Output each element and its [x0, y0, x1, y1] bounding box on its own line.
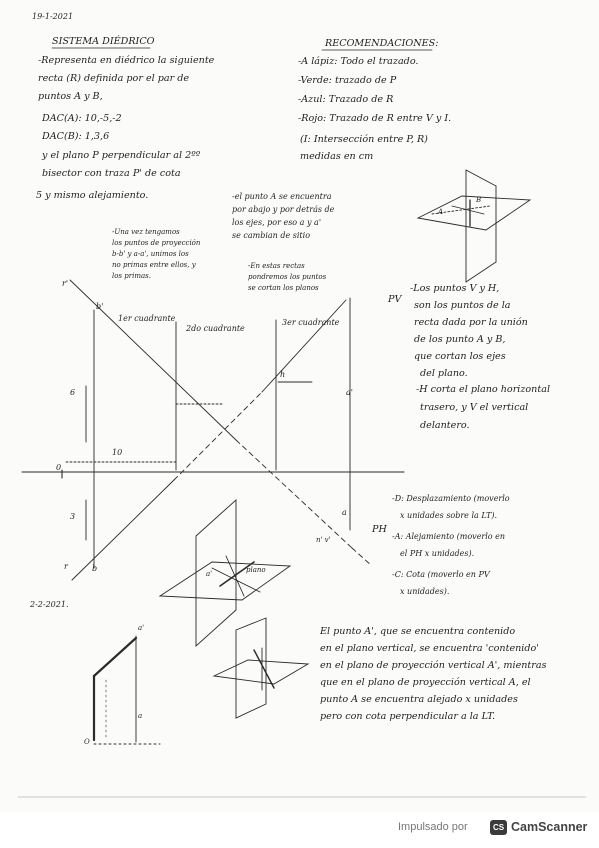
statement-line: 5 y mismo alejamiento. — [36, 190, 149, 201]
label-pv: PV — [388, 294, 402, 305]
fig3-label-o: O — [84, 738, 90, 746]
scanner-footer: Impulsado por CS CamScanner — [0, 812, 599, 848]
planes-sketch-middle — [158, 498, 292, 648]
label-quadrant-3: 3er cuadrante — [282, 318, 340, 327]
footer-text: Impulsado por — [398, 821, 468, 833]
page-title: SISTEMA DIÉDRICO — [52, 36, 155, 47]
label-ten: 10 — [112, 448, 123, 457]
sketch-label-b: B — [476, 196, 482, 204]
label-r-prime: r' — [62, 279, 69, 288]
label-a-prime: a' — [346, 388, 353, 397]
label-quadrant-1: 1er cuadrante — [118, 314, 176, 323]
recommendation-item: -Verde: trazado de P — [298, 75, 397, 86]
statement-line: puntos A y B, — [38, 91, 103, 102]
date-header: 19-1-2021 — [32, 12, 74, 21]
fig3-label-a: a — [138, 712, 143, 720]
label-h: h — [280, 370, 286, 379]
sketch2-label-plano: plano — [246, 566, 266, 574]
label-quadrant-2: 2do cuadrante — [186, 324, 245, 333]
statement-line: recta (R) definida por el par de — [38, 73, 190, 84]
label-zero: 0 — [56, 463, 62, 472]
statement-line: bisector con traza P' de cota — [42, 168, 181, 179]
statement-line: DAC(B): 1,3,6 — [42, 131, 110, 142]
statement-line: DAC(A): 10,-5,-2 — [42, 113, 122, 124]
main-projection — [21, 279, 405, 581]
label-b-prime: b' — [96, 302, 104, 311]
camscanner-logo-icon: CS — [490, 820, 507, 835]
planes-sketch-top — [416, 169, 532, 283]
label-three: 3 — [70, 512, 76, 521]
recommendation-item: -A lápiz: Todo el trazado. — [298, 56, 419, 67]
label-r: r — [64, 562, 68, 571]
label-b: b — [92, 564, 98, 573]
label-six: 6 — [70, 388, 76, 397]
recommendation-item: medidas en cm — [300, 151, 374, 162]
recommendations-title: RECOMENDACIONES: — [325, 38, 439, 49]
statement-line: -Representa en diédrico la siguiente — [38, 55, 215, 66]
label-a: a — [342, 508, 347, 517]
statement-line: y el plano P perpendicular al 2ºº — [42, 150, 201, 161]
projection-sketch-bottom — [92, 635, 161, 745]
recommendation-item: (I: Intersección entre P, R) — [300, 134, 428, 145]
recommendation-item: -Rojo: Trazado de R entre V y I. — [298, 113, 452, 124]
date-second: 2-2-2021. — [30, 600, 69, 609]
sketch-label-a: A — [438, 208, 444, 216]
label-ph: PH — [372, 524, 387, 535]
planes-sketch-bottom — [212, 617, 310, 719]
fig3-label-a-prime: a' — [138, 624, 145, 632]
footer-brand: CamScanner — [511, 820, 588, 834]
label-ortho: n' v' — [316, 536, 331, 544]
recommendation-item: -Azul: Trazado de R — [298, 94, 394, 105]
sketch2-label-a: a' — [206, 570, 213, 578]
